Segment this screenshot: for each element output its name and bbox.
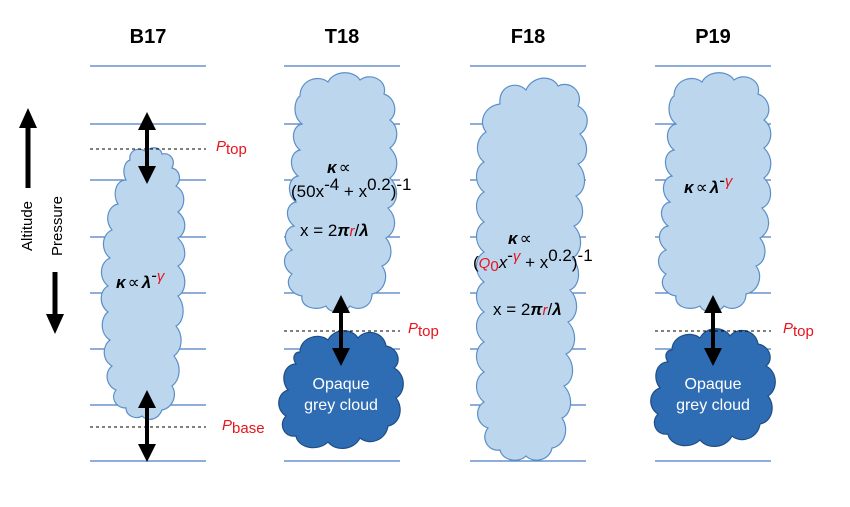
f18-formula-line1: κ∝ xyxy=(508,229,532,248)
pressure-label: Pressure xyxy=(49,196,66,256)
b17-base-double-arrow xyxy=(138,390,156,462)
b17-cloud xyxy=(100,147,186,420)
p19-ptop-label: Ptop xyxy=(783,320,814,340)
p19-opaque-line1: Opaque xyxy=(685,376,742,393)
t18-opaque-line1: Opaque xyxy=(313,376,370,393)
f18-cloud xyxy=(475,77,588,461)
t18-formula-line2: (50x-4 + x0.2)-1 xyxy=(291,175,412,201)
p19-cloud xyxy=(657,72,772,313)
t18-formula-line3: x = 2πr/λ xyxy=(300,221,369,240)
p19-opaque-line2: grey cloud xyxy=(676,397,750,414)
pressure-arrow xyxy=(46,272,64,334)
altitude-arrow xyxy=(19,108,37,188)
altitude-label: Altitude xyxy=(19,201,36,251)
panel-title-f18: F18 xyxy=(511,26,545,48)
b17-pbase-label: Pbase xyxy=(222,417,265,437)
panel-title-b17: B17 xyxy=(130,26,167,48)
t18-opaque-cloud xyxy=(278,330,404,449)
p19-double-arrow xyxy=(704,295,722,366)
t18-formula-line1: κ∝ xyxy=(327,158,351,177)
t18-ptop-label: Ptop xyxy=(408,320,439,340)
f18-formula-line3: x = 2πr/λ xyxy=(493,300,562,319)
p19-opaque-cloud xyxy=(650,328,776,447)
b17-top-double-arrow xyxy=(138,112,156,184)
t18-opaque-line2: grey cloud xyxy=(304,397,378,414)
t18-double-arrow xyxy=(332,295,350,366)
panel-title-p19: P19 xyxy=(695,26,731,48)
f18-formula-line2: (Q0x-γ + x0.2)-1 xyxy=(473,246,593,275)
p19-formula: κ∝λ-γ xyxy=(684,171,734,197)
b17-ptop-label: Ptop xyxy=(216,138,247,158)
panel-title-t18: T18 xyxy=(325,26,359,48)
b17-formula: κ∝λ-γ xyxy=(116,266,166,292)
t18-cloud xyxy=(283,72,398,313)
